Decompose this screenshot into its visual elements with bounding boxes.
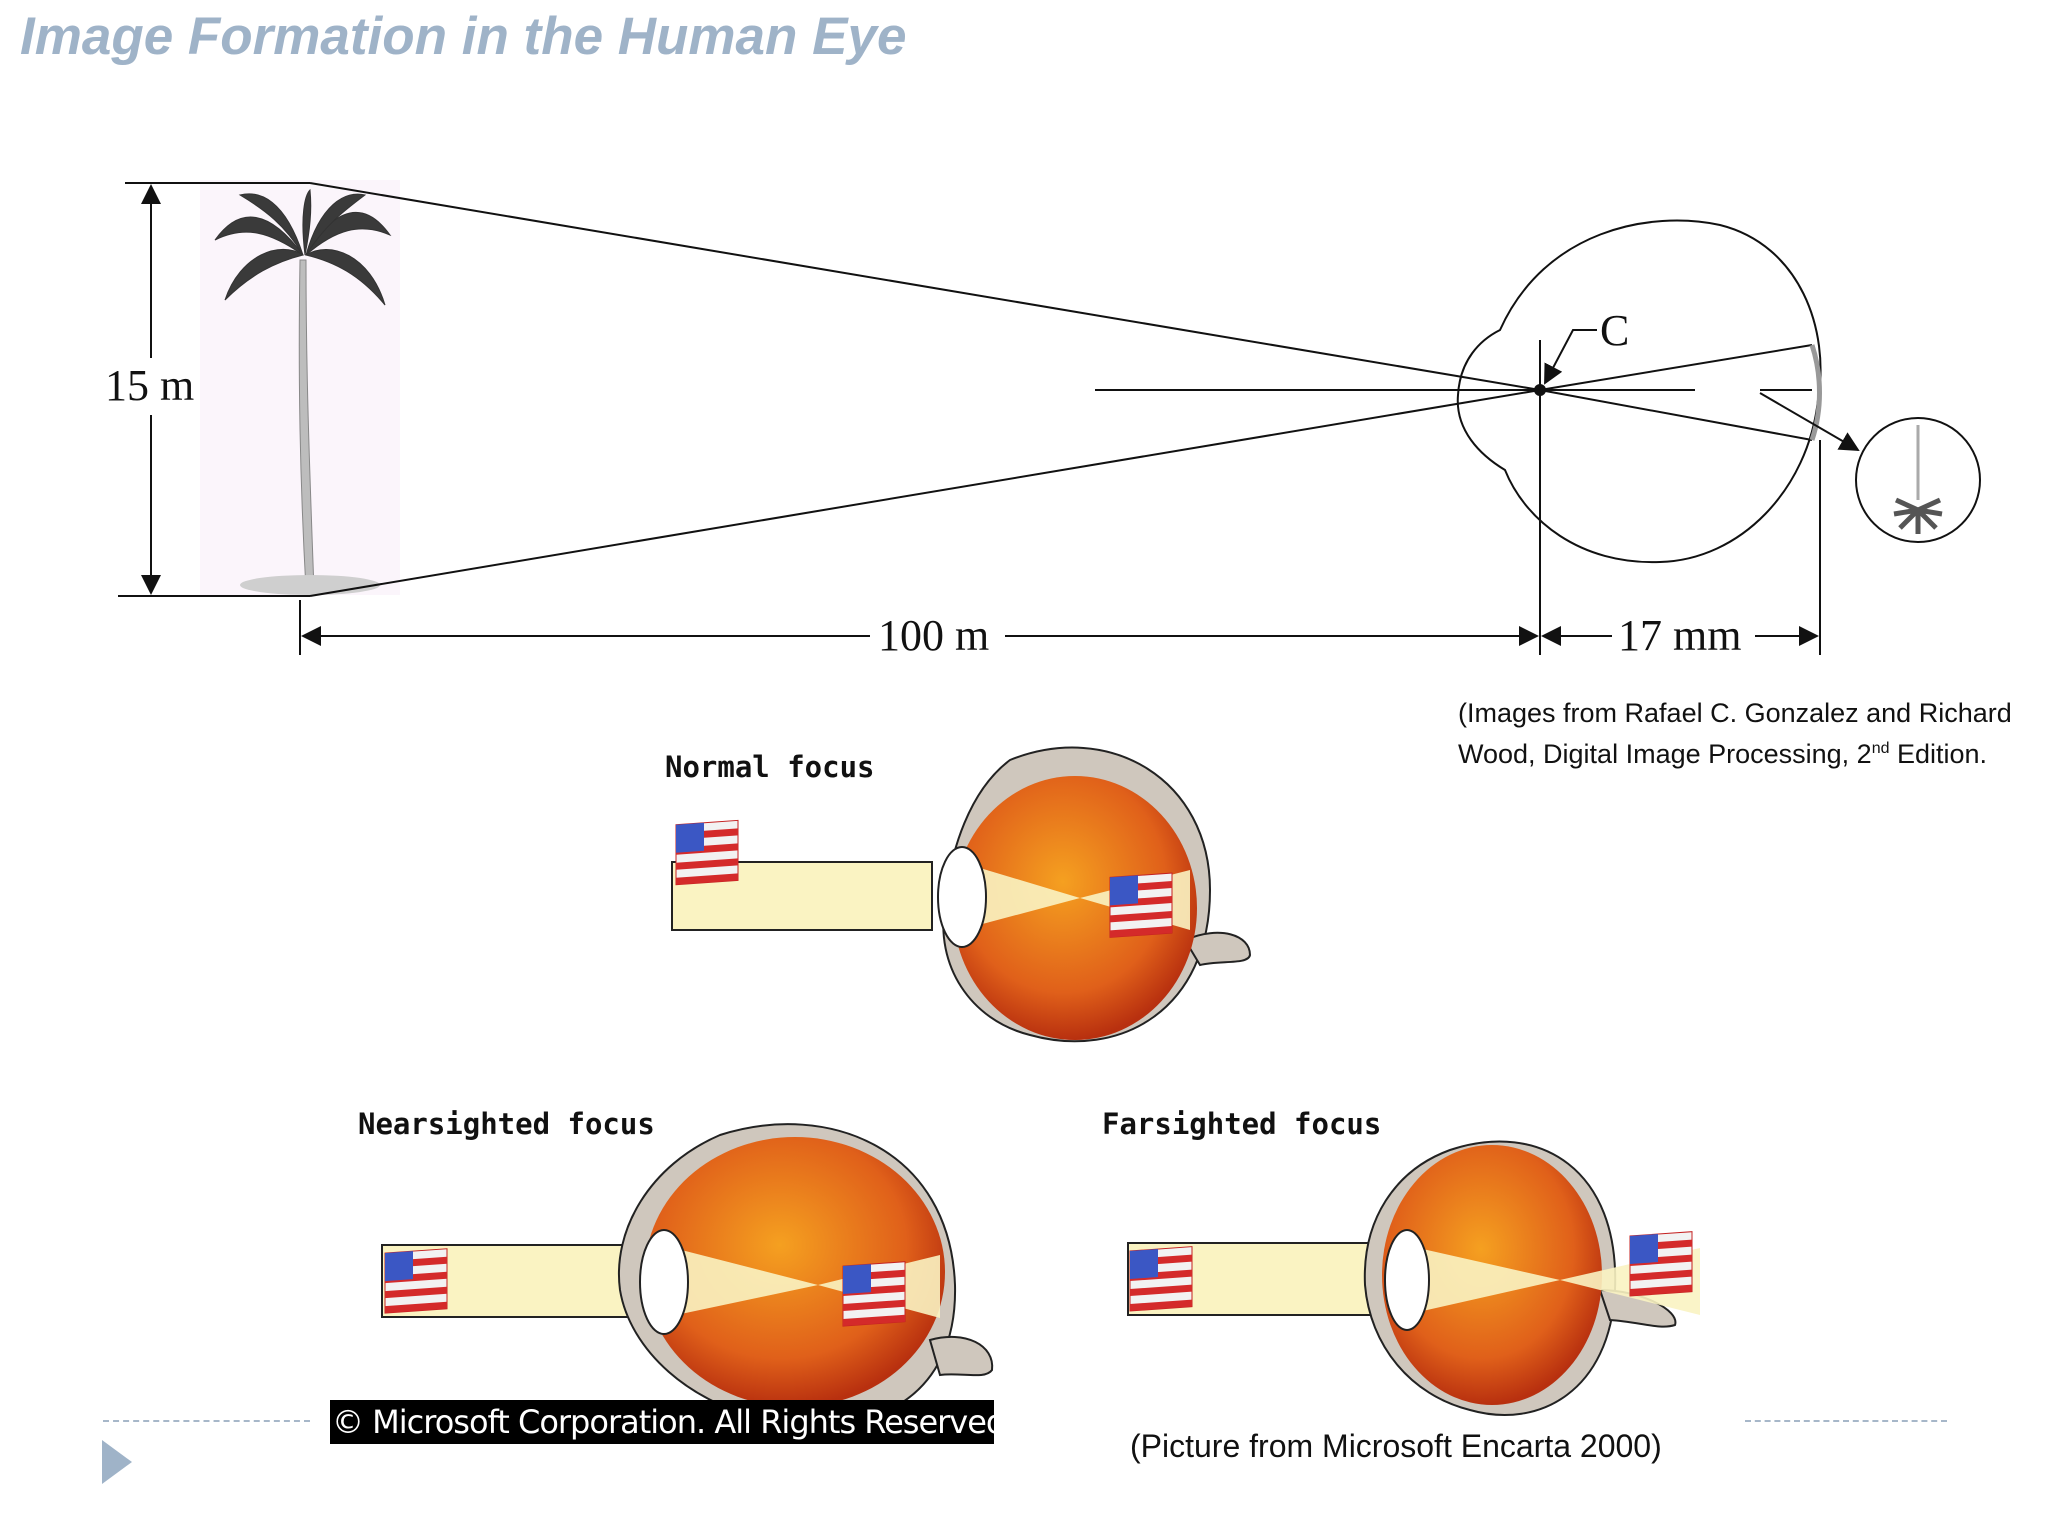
center-label: C bbox=[1600, 306, 1629, 355]
picture-source-caption: (Picture from Microsoft Encarta 2000) bbox=[1130, 1428, 1662, 1464]
farsighted-focus-label: Farsighted focus bbox=[1102, 1107, 1382, 1141]
nearsighted-eye bbox=[381, 1123, 994, 1426]
citation-line-2: Wood, Digital Image Processing, 2nd Edit… bbox=[1458, 739, 1988, 769]
copyright-notice: © Microsoft Corporation. All Rights Rese… bbox=[330, 1400, 994, 1444]
eye-outline bbox=[1456, 219, 1822, 564]
distance-label: 100 m bbox=[878, 611, 989, 660]
slide-title: Image Formation in the Human Eye bbox=[20, 7, 907, 66]
farsighted-eye bbox=[1127, 1140, 1700, 1416]
normal-eye bbox=[671, 746, 1252, 1043]
normal-focus-label: Normal focus bbox=[665, 750, 875, 784]
citation-line-1: (Images from Rafael C. Gonzalez and Rich… bbox=[1458, 698, 2012, 728]
slide-bullet-icon bbox=[102, 1440, 132, 1484]
citation-text: (Images from Rafael C. Gonzalez and Rich… bbox=[1458, 696, 2012, 772]
height-label: 15 m bbox=[105, 361, 194, 410]
dashed-rule-right bbox=[1745, 1420, 1947, 1422]
retina-image-inset bbox=[1855, 417, 1981, 543]
focal-length-label: 17 mm bbox=[1618, 611, 1741, 660]
dashed-rule-left bbox=[103, 1420, 310, 1422]
eye-geometry-diagram: 15 m C 100 m 17 mm bbox=[105, 180, 1981, 660]
nearsighted-focus-label: Nearsighted focus bbox=[358, 1107, 655, 1141]
